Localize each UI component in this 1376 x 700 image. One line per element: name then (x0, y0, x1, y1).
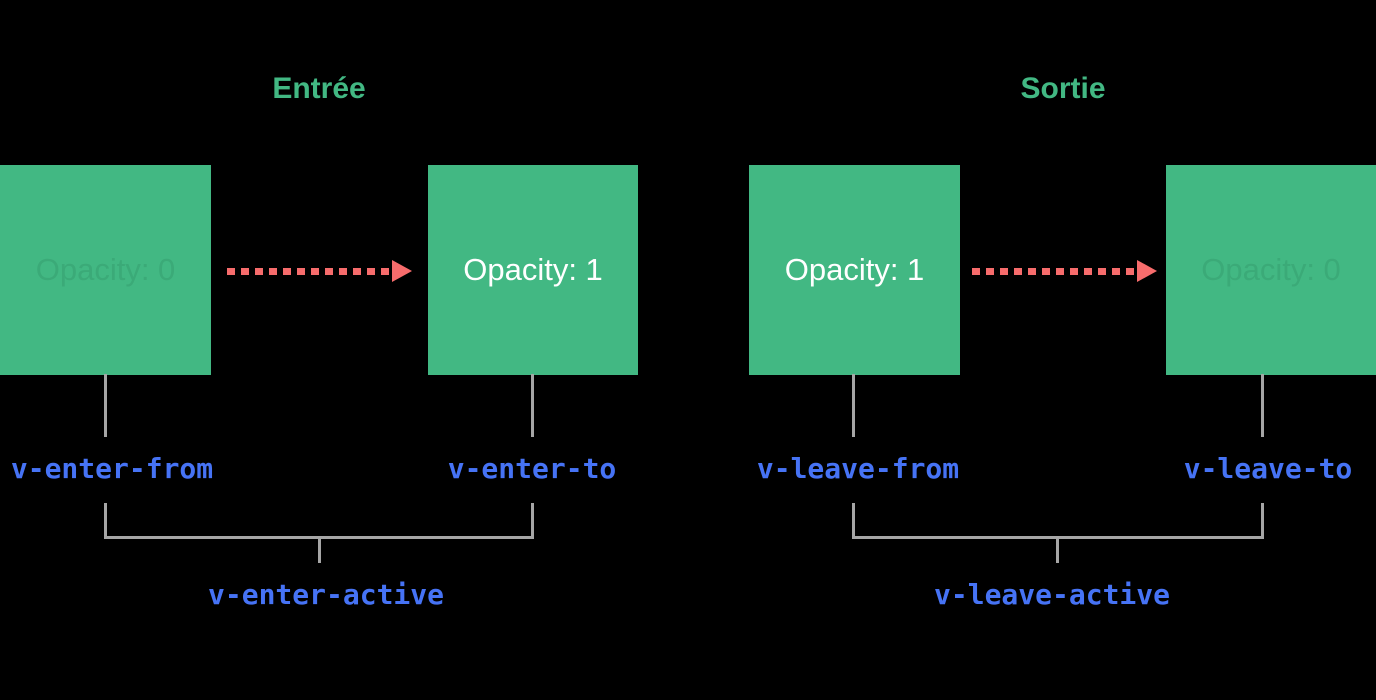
enter-to-box: Opacity: 1 (428, 165, 638, 375)
leave-from-box-label: Opacity: 1 (784, 252, 925, 287)
leave-to-connector-line (1261, 374, 1264, 437)
enter-from-box: Opacity: 0 (0, 165, 211, 375)
leave-from-connector-line (852, 374, 855, 437)
enter-to-connector-line (531, 374, 534, 437)
leave-from-class-label: v-leave-from (756, 452, 960, 485)
leave-bracket-left-tick (852, 503, 855, 539)
leave-dashed-line (972, 268, 1138, 275)
leave-arrow-head-icon (1137, 260, 1157, 282)
enter-arrow-head-icon (392, 260, 412, 282)
enter-from-connector-line (104, 374, 107, 437)
enter-from-class-label: v-enter-from (10, 452, 214, 485)
leave-section-title: Sortie (1020, 72, 1106, 105)
enter-bracket-stem (318, 536, 321, 563)
enter-to-box-label: Opacity: 1 (463, 252, 603, 287)
leave-bracket-right-tick (1261, 503, 1264, 539)
leave-from-box: Opacity: 1 (749, 165, 960, 375)
leave-to-box-label: Opacity: 0 (1201, 252, 1341, 287)
leave-active-class-label: v-leave-active (933, 578, 1171, 611)
enter-from-box-label: Opacity: 0 (35, 252, 176, 287)
enter-active-class-label: v-enter-active (207, 578, 445, 611)
leave-to-box: Opacity: 0 (1166, 165, 1376, 375)
enter-dashed-line (227, 268, 393, 275)
enter-bracket-right-tick (531, 503, 534, 539)
leave-to-class-label: v-leave-to (1183, 452, 1353, 485)
leave-bracket-stem (1056, 536, 1059, 563)
enter-to-class-label: v-enter-to (447, 452, 617, 485)
enter-section-title: Entrée (272, 72, 366, 105)
enter-bracket-left-tick (104, 503, 107, 539)
